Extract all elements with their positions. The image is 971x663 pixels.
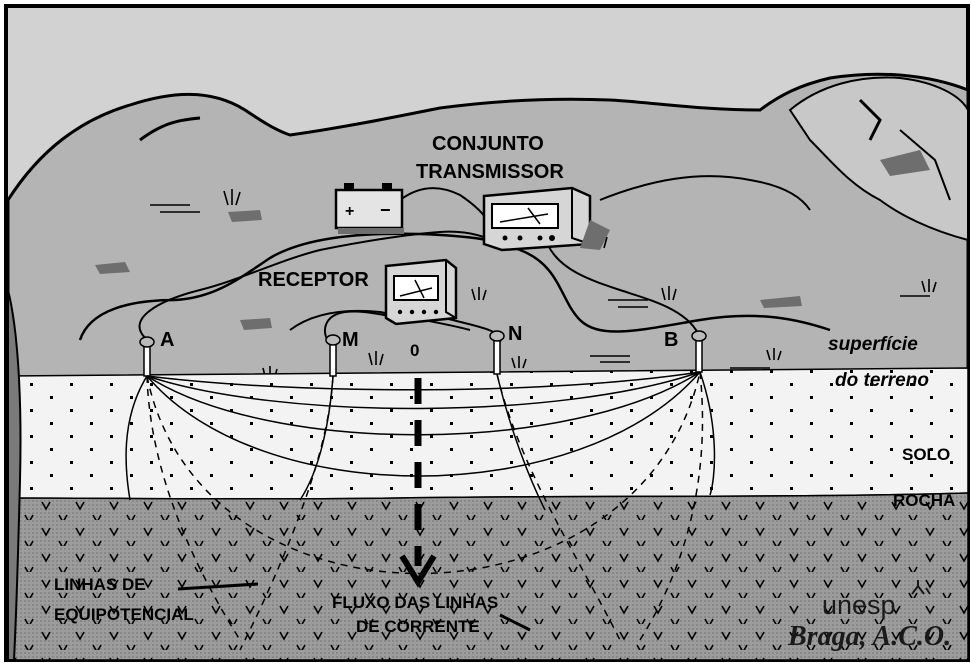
dark-patch [240,318,272,330]
electrode-b-label: B [664,329,678,351]
dark-patch [228,210,262,222]
center-o-label: 0 [410,341,419,360]
hill-contour-5 [139,116,201,142]
hill-contour-4 [599,175,811,211]
transmitter-label-line1: CONJUNTO [432,133,544,155]
electrode-m-label: M [342,329,359,351]
rock-outcrop [788,76,969,242]
surface-label-line2: do terreno [835,370,929,391]
down-arrow-icon [399,378,437,588]
dark-patch [95,262,130,274]
soil-dots [8,368,968,499]
soil-label: SOLO [902,445,950,464]
current-pointer [499,613,531,632]
equipotential-label-line2: EQUIPOTENCIAL [54,605,194,624]
left-cliff [7,289,22,661]
equipotential-lines [125,371,716,651]
author-credit: Braga, A.C.O. [787,621,951,652]
current-flow-label-line1: FLUXO DAS LINHAS [332,593,498,612]
hill-contour-2 [519,248,831,333]
current-flow-label-line2: DE CORRENTE [356,617,480,636]
unesp-logo: unesp [822,580,931,620]
hill-crack-2 [899,129,951,201]
receiver-meter-icon [384,258,458,326]
rock-vees [8,493,968,660]
receiver-label: RECEPTOR [258,269,369,291]
hill-crack [858,98,882,141]
electrode-n-label: N [508,323,522,345]
hill-contour [78,232,521,341]
electrode-a-label: A [160,329,174,351]
dark-patch [880,150,930,176]
electrode-b [691,330,707,373]
surface-label-line1: superfície [828,334,918,355]
equipotential-pointer [177,582,259,591]
transmitter-label-line2: TRANSMISSOR [416,161,564,183]
svg-text:+: + [345,203,354,220]
cables [138,187,701,346]
dark-patch [760,296,802,308]
hill-contour-3 [289,309,471,331]
transmitter-meter-icon [482,186,610,252]
battery-icon: + − [334,183,404,234]
unesp-logo-text: unesp [822,590,896,620]
rock-label: ROCHA [893,491,955,510]
equipotential-label-line1: LINHAS DE [54,575,146,594]
svg-text:−: − [380,200,391,220]
